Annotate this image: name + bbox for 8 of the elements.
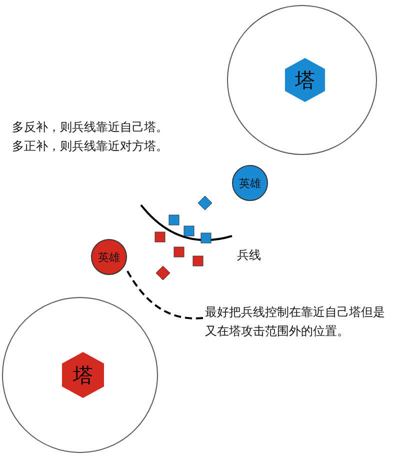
line-label: 兵线 xyxy=(237,247,261,264)
tower-hexagon: 塔 xyxy=(62,352,104,398)
tower-hexagon: 塔 xyxy=(285,58,325,102)
note-text: 最好把兵线控制在靠近自己塔但是又在塔攻击范围外的位置。 xyxy=(205,303,391,343)
hero-circle: 英雄 xyxy=(91,239,127,275)
note-text: 多正补，则兵线靠近对方塔。 xyxy=(12,138,168,155)
note-text: 多反补，则兵线靠近自己塔。 xyxy=(12,119,168,136)
hero-circle: 英雄 xyxy=(232,165,268,201)
